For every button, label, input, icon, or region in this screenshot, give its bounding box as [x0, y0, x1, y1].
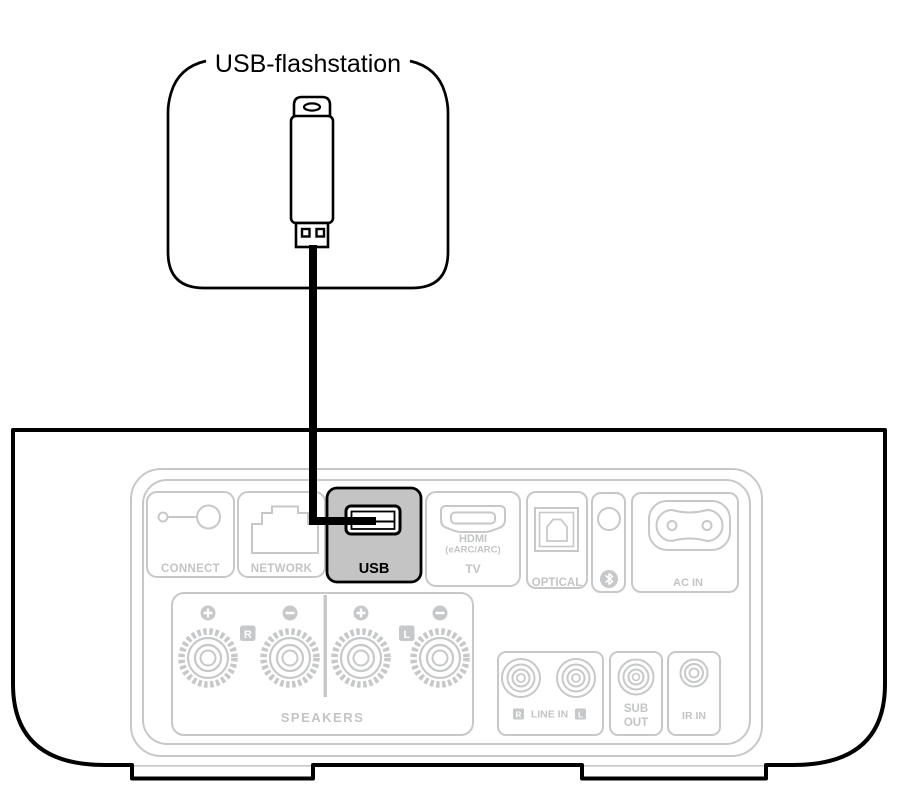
- rca-jack-icon: [556, 658, 596, 698]
- hdmi-label: HDMI: [459, 533, 487, 545]
- hdmi-port-icon: [440, 505, 506, 533]
- section-network: NETWORK: [237, 491, 326, 578]
- plus-terminal-icon: [200, 605, 216, 621]
- usb-flashstation-callout: USB-flashstation: [166, 50, 450, 290]
- network-label: NETWORK: [251, 563, 313, 575]
- optical-port-icon: [534, 507, 579, 552]
- pairing-button-icon: [597, 507, 621, 531]
- tv-label: TV: [465, 562, 480, 576]
- callout-border: [166, 59, 450, 290]
- section-speakers: R L: [171, 592, 474, 736]
- bluetooth-icon: [600, 570, 618, 588]
- speaker-terminal-icon: [260, 628, 320, 688]
- right-channel-badge: R: [240, 625, 256, 641]
- svg-text:L: L: [578, 710, 583, 719]
- ac-in-box: [631, 492, 739, 593]
- minijack-icon: [679, 658, 709, 688]
- rca-jack-icon: [501, 658, 541, 698]
- device-outline: [11, 428, 887, 781]
- ethernet-port-icon: [251, 505, 319, 554]
- flash-drive-cap: [292, 95, 332, 118]
- panel-inner-border: [142, 479, 751, 745]
- section-ac-in: AC IN: [631, 492, 739, 593]
- ir-in-box: [667, 651, 721, 736]
- connect-label: CONNECT: [161, 563, 220, 575]
- line-in-label: LINE IN: [531, 709, 568, 721]
- earc-label: (eARC/ARC): [445, 545, 500, 556]
- plus-terminal-icon: [353, 605, 369, 621]
- section-usb-highlighted: USB: [325, 486, 423, 584]
- sub-out-box: [609, 651, 663, 736]
- tv-box: [425, 491, 521, 587]
- connect-button-icon: [157, 504, 221, 530]
- ac-in-label: AC IN: [673, 577, 703, 589]
- line-in-box: [497, 651, 604, 736]
- speaker-terminal-icon: [331, 628, 391, 688]
- section-ir-in: IR IN: [667, 651, 721, 736]
- connect-box: [146, 491, 235, 578]
- svg-text:R: R: [516, 710, 522, 719]
- flash-drive-cap-hole: [302, 102, 322, 112]
- section-sub-out: SUB OUT: [609, 651, 663, 736]
- connector-contact: [300, 227, 311, 238]
- left-channel-badge: L: [575, 708, 586, 720]
- minus-terminal-icon: [282, 605, 298, 621]
- connection-line: [309, 245, 376, 525]
- rear-panel-area: CONNECT NETWORK HDMI (eARC/ARC) TV: [130, 468, 764, 767]
- left-channel-badge: L: [399, 625, 415, 641]
- usb-label: USB: [359, 561, 390, 577]
- usb-flash-drive-icon: [289, 95, 335, 249]
- rca-jack-icon: [617, 658, 655, 696]
- speakers-divider: [323, 595, 327, 697]
- sub-out-label-line2: OUT: [624, 717, 648, 729]
- minus-terminal-icon: [432, 605, 448, 621]
- flash-drive-body: [289, 114, 335, 225]
- optical-label: OPTICAL: [532, 577, 582, 589]
- speaker-terminal-icon: [410, 628, 470, 688]
- ir-in-label: IR IN: [682, 710, 706, 722]
- connector-contact: [315, 227, 326, 238]
- section-connect: CONNECT: [146, 491, 235, 578]
- section-line-in: R LINE IN L: [497, 651, 604, 736]
- section-optical: OPTICAL: [526, 491, 588, 589]
- network-box: [237, 491, 326, 578]
- speakers-label: SPEAKERS: [281, 710, 365, 725]
- sub-out-label-line1: SUB: [624, 703, 648, 715]
- panel-outer-border: [130, 468, 763, 757]
- right-channel-badge: R: [513, 708, 524, 720]
- section-bluetooth: [591, 492, 626, 593]
- svg-text:R: R: [244, 629, 252, 641]
- callout-label: USB-flashstation: [215, 50, 401, 78]
- optical-box: [526, 491, 588, 589]
- bluetooth-box: [591, 492, 626, 593]
- section-tv-hdmi: HDMI (eARC/ARC) TV: [425, 491, 521, 587]
- speaker-terminal-icon: [178, 628, 238, 688]
- svg-text:L: L: [403, 629, 410, 641]
- ac-inlet-icon: [648, 500, 731, 551]
- speakers-box: [171, 592, 474, 736]
